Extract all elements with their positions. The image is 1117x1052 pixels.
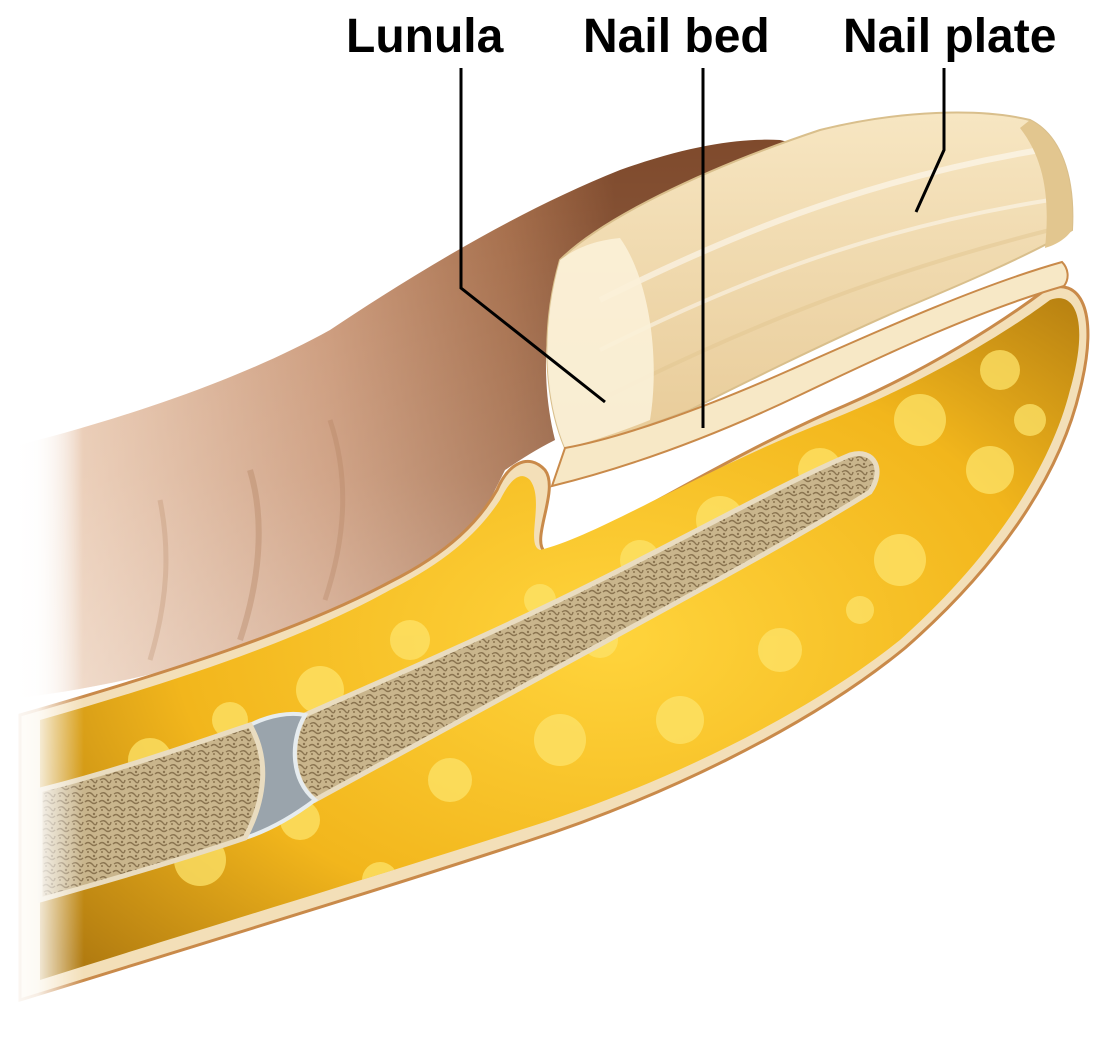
left-fade — [0, 380, 420, 1052]
label-lunula: Lunula — [346, 13, 503, 61]
label-nail-bed: Nail bed — [583, 13, 770, 61]
label-nail-plate: Nail plate — [843, 13, 1056, 61]
